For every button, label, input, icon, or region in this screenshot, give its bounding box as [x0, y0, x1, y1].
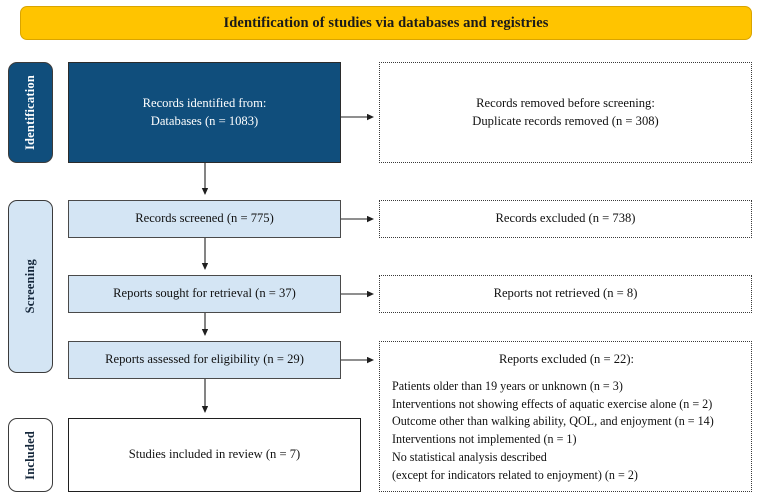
stage-tab-identification: Identification [8, 62, 53, 163]
diagram-title-banner: Identification of studies via databases … [20, 6, 752, 40]
exclusion-reason-3: Outcome other than walking ability, QOL,… [392, 414, 714, 429]
exclusion-reason-1: Patients older than 19 years or unknown … [392, 378, 623, 393]
box-records-identified: Records identified from: Databases (n = … [68, 62, 341, 163]
exclusion-reason-4: Interventions not implemented (n = 1) [392, 432, 577, 447]
box-reports-sought: Reports sought for retrieval (n = 37) [68, 275, 341, 313]
box-reports-sought-label: Reports sought for retrieval (n = 37) [113, 286, 296, 301]
box-reports-assessed-label: Reports assessed for eligibility (n = 29… [105, 352, 304, 367]
box-records-identified-line1: Records identified from: [142, 95, 267, 110]
box-reports-excluded: Reports excluded (n = 22): Patients olde… [379, 341, 752, 492]
exclusion-reason-6: (except for indicators related to enjoym… [392, 467, 638, 482]
exclusion-reason-5: No statistical analysis described [392, 449, 547, 464]
box-records-removed: Records removed before screening: Duplic… [379, 62, 752, 163]
box-records-removed-line1: Records removed before screening: [476, 95, 655, 110]
box-records-screened: Records screened (n = 775) [68, 200, 341, 238]
diagram-title: Identification of studies via databases … [223, 14, 549, 31]
box-reports-not-retrieved: Reports not retrieved (n = 8) [379, 275, 752, 313]
box-records-excluded-label: Records excluded (n = 738) [495, 211, 636, 226]
stage-tab-screening: Screening [8, 200, 53, 373]
box-reports-assessed: Reports assessed for eligibility (n = 29… [68, 341, 341, 379]
stage-tab-screening-label: Screening [23, 259, 37, 314]
box-reports-excluded-title: Reports excluded (n = 22): [498, 352, 635, 366]
box-reports-excluded-reasons: Patients older than 19 years or unknown … [392, 378, 741, 485]
exclusion-reason-2: Interventions not showing effects of aqu… [392, 396, 713, 411]
stage-tab-included-label: Included [23, 430, 37, 480]
box-records-removed-line2: Duplicate records removed (n = 308) [472, 113, 659, 128]
box-records-identified-line2: Databases (n = 1083) [150, 113, 259, 128]
box-records-screened-label: Records screened (n = 775) [135, 211, 274, 226]
box-reports-not-retrieved-label: Reports not retrieved (n = 8) [493, 286, 638, 301]
box-records-excluded: Records excluded (n = 738) [379, 200, 752, 238]
stage-tab-identification-label: Identification [23, 74, 37, 151]
stage-tab-included: Included [8, 418, 53, 492]
box-studies-included-label: Studies included in review (n = 7) [128, 447, 301, 462]
box-studies-included: Studies included in review (n = 7) [68, 418, 361, 492]
